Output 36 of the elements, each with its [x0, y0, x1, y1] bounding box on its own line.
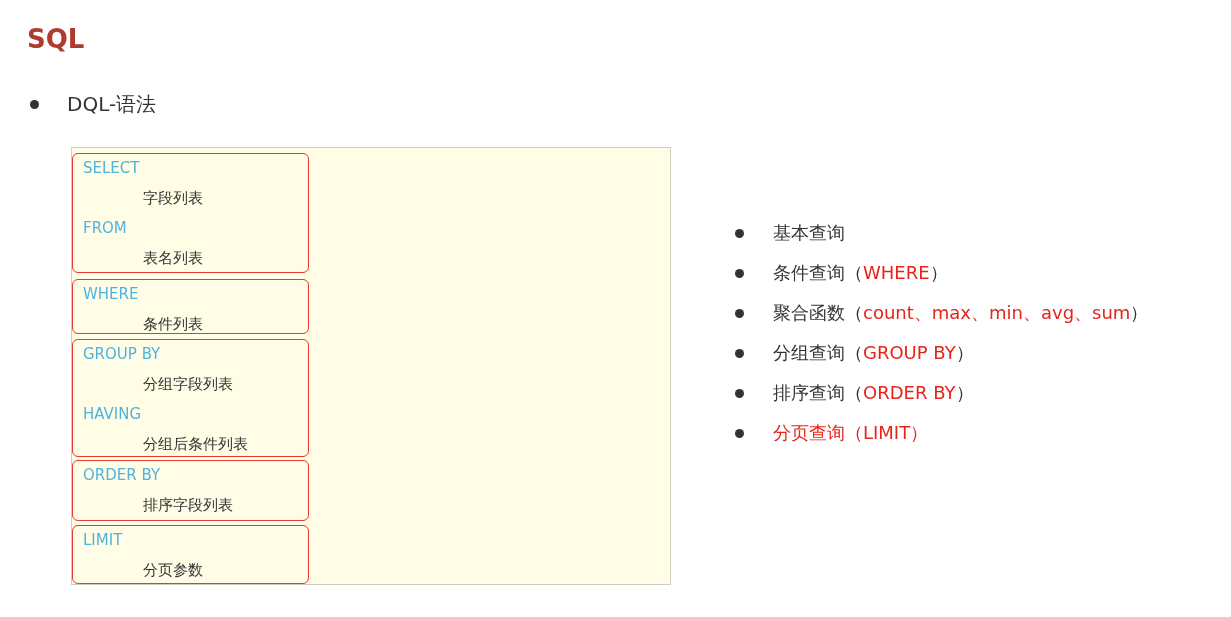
- highlighted-term: ORDER BY: [863, 382, 956, 403]
- clause-text: 分组后条件列表: [143, 435, 248, 454]
- list-item-text: 排序查询（: [773, 382, 863, 403]
- sql-keyword: LIMIT: [83, 531, 123, 549]
- clause-box: [72, 525, 309, 584]
- clause-box: [72, 460, 309, 521]
- list-item-text: 分组查询（: [773, 342, 863, 363]
- clause-text: 字段列表: [143, 189, 203, 208]
- sql-keyword: GROUP BY: [83, 345, 161, 363]
- list-item-text: 聚合函数（: [773, 302, 863, 323]
- clause-text: 分页参数: [143, 561, 203, 580]
- clause-text: 条件列表: [143, 315, 203, 334]
- list-item-text: ）: [1130, 302, 1149, 323]
- list-item-text: ）: [955, 342, 974, 363]
- list-item-text: ）: [929, 262, 948, 283]
- highlighted-term: WHERE: [863, 262, 930, 283]
- sql-keyword: WHERE: [83, 285, 139, 303]
- list-item-text: 基本查询: [773, 222, 845, 243]
- highlighted-term: GROUP BY: [863, 342, 956, 363]
- slide-title: SQL: [27, 24, 85, 54]
- list-item-text: ）: [955, 382, 974, 403]
- sql-keyword: SELECT: [83, 159, 140, 177]
- sql-keyword: HAVING: [83, 405, 142, 423]
- syntax-panel: [71, 147, 671, 585]
- list-item-text: 条件查询（: [773, 262, 863, 283]
- sql-keyword: FROM: [83, 219, 127, 237]
- clause-box: [72, 279, 309, 334]
- clause-text: 表名列表: [143, 249, 203, 268]
- highlighted-term: 分页查询（LIMIT）: [773, 422, 929, 443]
- subheading: DQL-语法: [67, 91, 157, 118]
- clause-box: [72, 339, 309, 457]
- clause-box: [72, 153, 309, 273]
- clause-text: 分组字段列表: [143, 375, 233, 394]
- clause-text: 排序字段列表: [143, 496, 233, 515]
- highlighted-term: count、max、min、avg、sum: [863, 302, 1131, 323]
- sql-keyword: ORDER BY: [83, 466, 161, 484]
